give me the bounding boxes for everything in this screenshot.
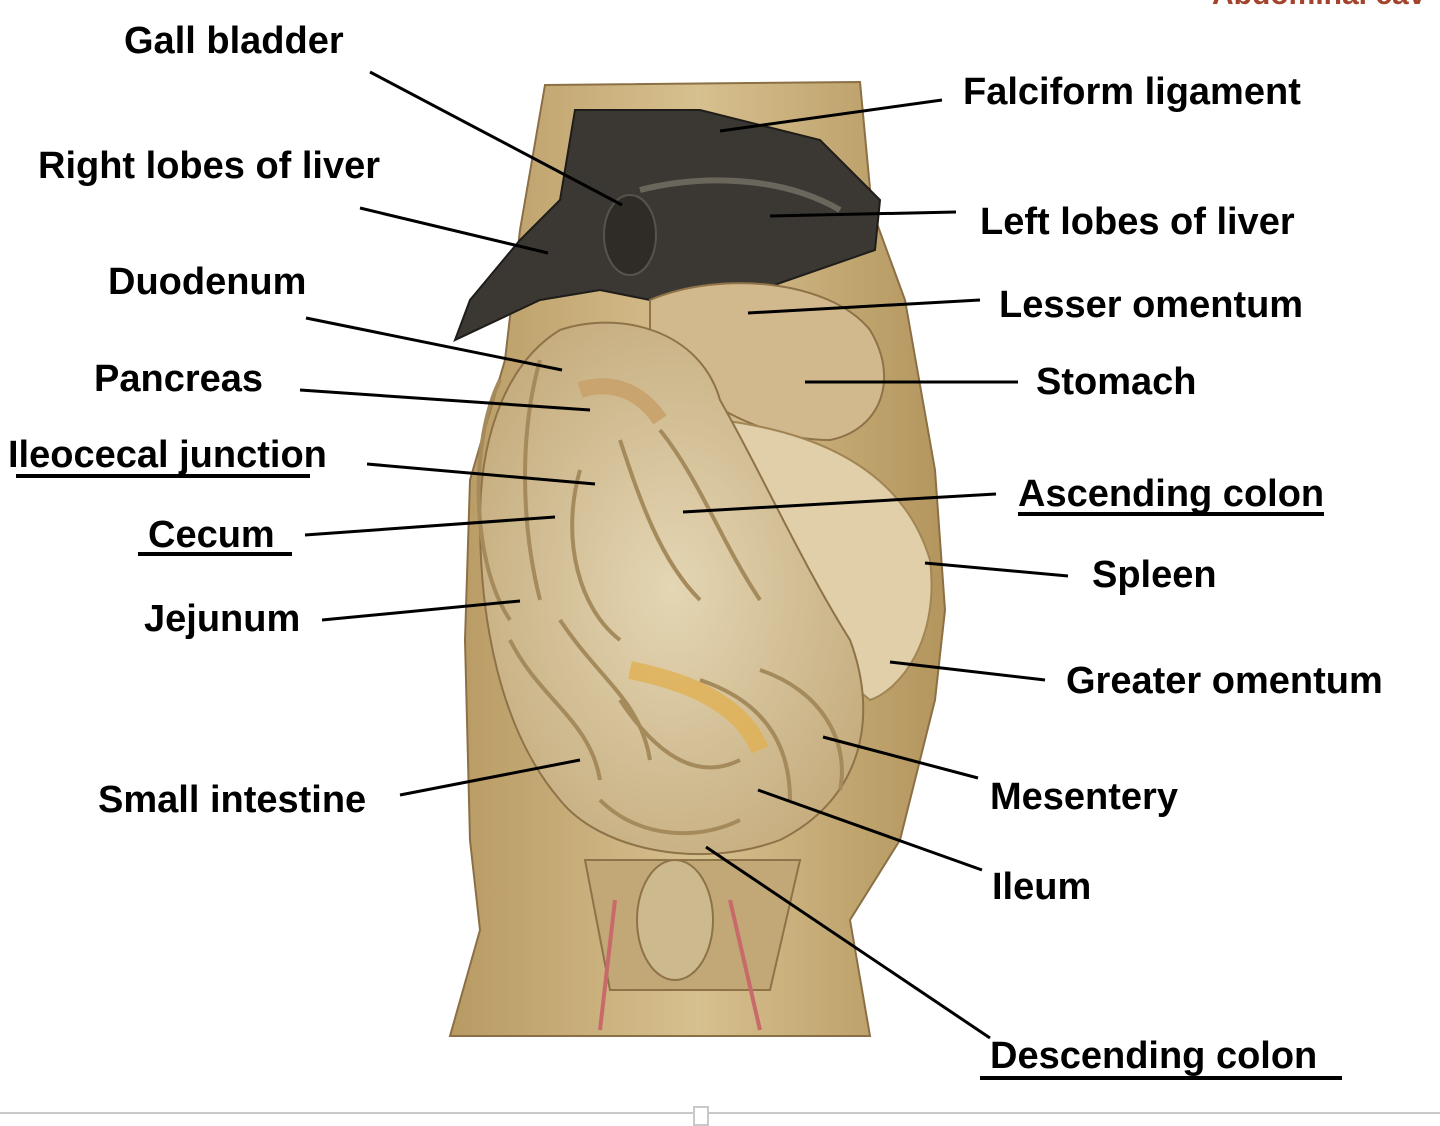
label-ascending-colon: Ascending colon [1018, 473, 1325, 515]
label-right-lobes-of-liver: Right lobes of liver [38, 145, 381, 187]
leader-ileum [757, 788, 983, 872]
liver-lobe-shine [639, 177, 842, 213]
leader-duodenum [305, 316, 563, 372]
bottom-scroll-handle[interactable] [693, 1106, 709, 1126]
pancreas-organ [577, 378, 667, 425]
label-cecum: Cecum [148, 514, 275, 556]
underline-ascending-colon [1018, 512, 1324, 516]
urinary-bladder [636, 859, 714, 981]
leader-cecum [304, 515, 556, 537]
blood-vessel-left [598, 899, 617, 1031]
leader-jejunum [321, 599, 521, 622]
leader-greater-omentum [889, 660, 1046, 682]
leader-spleen [924, 561, 1069, 578]
label-gall-bladder: Gall bladder [124, 20, 344, 62]
label-stomach: Stomach [1036, 361, 1197, 403]
label-descending-colon: Descending colon [990, 1035, 1318, 1077]
leader-mesentery [822, 735, 979, 780]
label-mesentery: Mesentery [990, 776, 1178, 818]
label-falciform-ligament: Falciform ligament [963, 71, 1301, 113]
leader-pancreas [299, 388, 591, 412]
intestine-loops [476, 359, 844, 836]
leader-lesser-omentum [747, 298, 981, 315]
underline-cecum [138, 552, 292, 556]
liver [453, 109, 882, 342]
label-jejunum: Jejunum [144, 598, 301, 640]
label-lesser-omentum: Lesser omentum [999, 284, 1304, 326]
leader-gall-bladder [369, 70, 623, 207]
leader-small-intestine [399, 758, 581, 797]
label-pancreas: Pancreas [94, 358, 264, 400]
label-ileocecal-junction: Ileocecal junction [8, 434, 327, 476]
label-ileum: Ileum [992, 866, 1092, 908]
leader-right-lobes-of-liver [359, 206, 549, 255]
label-greater-omentum: Greater omentum [1066, 660, 1383, 702]
label-duodenum: Duodenum [108, 261, 307, 303]
leader-falciform-ligament [719, 98, 943, 133]
leader-left-lobes-of-liver [769, 210, 957, 218]
leader-ileocecal-junction [366, 462, 596, 486]
label-left-lobes-of-liver: Left lobes of liver [980, 201, 1295, 243]
label-spleen: Spleen [1092, 554, 1217, 596]
bottom-scroll-track [0, 1112, 1440, 1114]
blood-vessel-right [728, 899, 762, 1031]
gall-bladder-organ [603, 194, 657, 276]
leader-descending-colon [705, 845, 991, 1040]
leader-ascending-colon [682, 492, 997, 514]
leader-lines [299, 70, 1069, 1040]
mesentery-fat [628, 661, 769, 754]
underline-ileocecal-junction [16, 474, 310, 478]
label-small-intestine: Small intestine [98, 779, 367, 821]
corner-title-fragment: Abdominal cav [1212, 0, 1425, 12]
underline-descending-colon [980, 1076, 1342, 1080]
